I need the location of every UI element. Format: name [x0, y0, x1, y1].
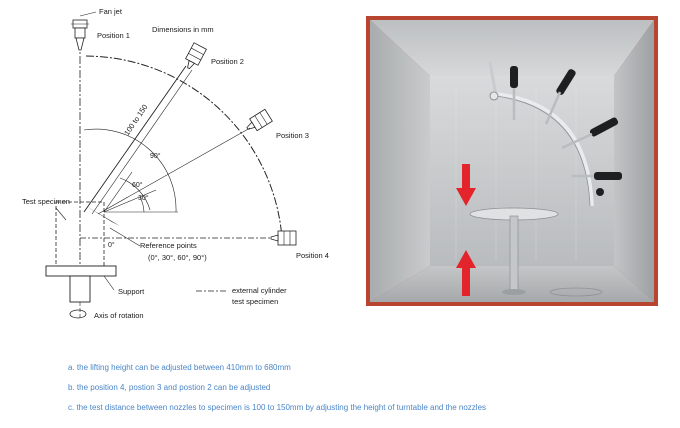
arrow-up-icon	[456, 250, 476, 296]
angle-60-label: 60°	[132, 181, 143, 189]
axis-of-rotation-label: Axis of rotation	[94, 311, 144, 320]
chamber-ceiling	[370, 20, 654, 76]
external-cylinder-label-2: test specimen	[232, 297, 278, 306]
position-2-label: Position 2	[211, 57, 244, 66]
note-adjustable-positions: b. the position 4, postion 3 and postion…	[68, 383, 271, 392]
angle-line-60	[103, 171, 133, 213]
nozzle-position-3-icon	[561, 117, 619, 150]
angle-line-30	[103, 189, 157, 213]
fan-jet-label: Fan jet	[99, 7, 123, 16]
nozzle-bracket-arc-edge	[495, 95, 591, 207]
test-specimen-leader	[55, 207, 67, 221]
nozzle-position-4-icon	[572, 172, 622, 196]
chamber-right-wall	[614, 20, 654, 302]
position-3-label: Position 3	[276, 131, 309, 140]
rotation-arrow-icon	[69, 309, 87, 319]
notes-list: a. the lifting height can be adjusted be…	[68, 362, 668, 422]
reference-values-label: (0°, 30°, 60°, 90°)	[148, 253, 207, 262]
turntable-shaft	[509, 215, 519, 291]
note-test-distance: c. the test distance between nozzles to …	[68, 403, 487, 412]
reference-point-wedge	[86, 206, 120, 226]
chamber-back-wall	[430, 76, 614, 266]
position-4-label: Position 4	[296, 251, 329, 260]
angle-30-label: 30°	[138, 194, 149, 202]
floor-drain	[549, 287, 603, 297]
support-leader	[103, 275, 115, 291]
nozzle-position-2-icon	[544, 69, 576, 125]
turntable-base	[502, 289, 526, 295]
nozzle-bracket-arc	[495, 92, 594, 207]
radius-label: 100 to 150	[122, 103, 149, 137]
spray-line-parallel	[91, 69, 193, 215]
chamber-left-wall	[370, 20, 430, 302]
external-cylinder-label: external cylinder	[232, 286, 287, 295]
angle-arc-90	[83, 128, 177, 213]
test-specimen-label: Test specimen	[22, 197, 70, 206]
angle-90-label: 90°	[150, 152, 161, 160]
bracket-pivot	[489, 91, 499, 101]
fan-jet-leader	[79, 11, 97, 17]
test-chamber-photo	[366, 16, 658, 306]
reference-points-label: Reference points	[140, 241, 197, 250]
position-1-nozzle-icon	[71, 19, 89, 51]
test-setup-diagram: Fan jet Position 1 Dimensions in mm Posi…	[22, 7, 329, 320]
dimensions-label: Dimensions in mm	[152, 25, 214, 34]
position-4-nozzle-icon	[270, 230, 297, 246]
note-lifting-height: a. the lifting height can be adjusted be…	[68, 363, 291, 372]
arrow-down-icon	[456, 164, 476, 206]
angle-0-label: 0°	[108, 241, 115, 249]
reference-leader	[109, 227, 141, 247]
position-2-nozzle-icon	[185, 42, 207, 70]
spray-line-position-3	[97, 127, 251, 215]
position-1-label: Position 1	[97, 31, 130, 40]
wall-texture	[455, 86, 577, 261]
bracket-mount	[488, 61, 498, 97]
angle-arc-60	[119, 177, 151, 211]
support-shaft	[69, 275, 91, 303]
nozzle-arc	[85, 55, 283, 239]
position-3-nozzle-icon	[246, 108, 273, 132]
nozzle-position-1-icon	[510, 66, 518, 120]
support-plate	[45, 265, 117, 277]
angle-arc-30	[139, 196, 145, 213]
support-label: Support	[118, 287, 145, 296]
